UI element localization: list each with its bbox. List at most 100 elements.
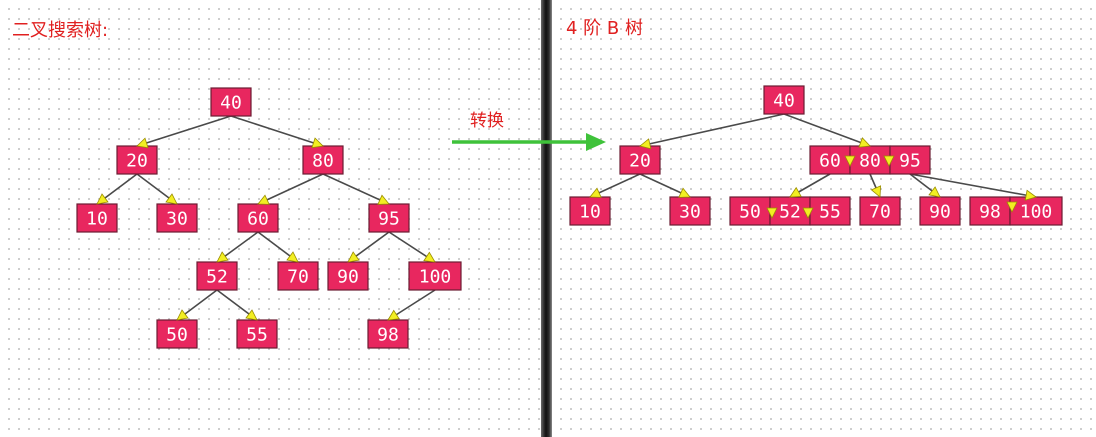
node-box (969, 196, 1011, 226)
arrowhead-n95-n100 (423, 251, 436, 263)
node-box (763, 85, 805, 115)
arrowhead-n80-n60 (257, 194, 270, 205)
arrowhead-b95-b90 (928, 186, 941, 198)
node-label: 70 (287, 267, 309, 288)
node-80[interactable]: 80 (302, 145, 344, 175)
edge-n40-n20 (136, 115, 232, 147)
panel-divider[interactable] (541, 0, 552, 437)
node-100[interactable]: 100 (1009, 196, 1063, 226)
arrowhead-n20-n10 (96, 193, 109, 205)
node-10[interactable]: 10 (76, 203, 118, 233)
node-label: 50 (166, 325, 188, 346)
node-box (919, 196, 961, 226)
arrowhead-n40-n80 (311, 137, 324, 149)
node-box (156, 203, 198, 233)
node-40[interactable]: 40 (763, 85, 805, 115)
arrowhead-b40-b80 (858, 137, 871, 148)
node-50[interactable]: 50 (156, 319, 198, 349)
node-label: 90 (337, 267, 359, 288)
node-60[interactable]: 60 (809, 145, 851, 175)
node-label: 20 (126, 151, 148, 172)
arrowhead-b20-b10 (589, 187, 602, 198)
node-box (302, 145, 344, 175)
node-90[interactable]: 90 (327, 261, 369, 291)
node-label: 70 (869, 202, 891, 223)
node-60[interactable]: 60 (237, 203, 279, 233)
arrowhead-b80-b70 (870, 185, 882, 198)
node-90[interactable]: 90 (919, 196, 961, 226)
node-label: 40 (220, 93, 242, 114)
arrowhead-b40-b20 (639, 138, 652, 150)
node-40[interactable]: 40 (210, 87, 252, 117)
node-box (849, 145, 891, 175)
node-98[interactable]: 98 (367, 319, 409, 349)
node-box (569, 196, 611, 226)
arrowhead-n20-n30 (165, 193, 178, 205)
node-label: 30 (679, 202, 701, 223)
edge-n80-n60 (257, 173, 324, 205)
node-label: 100 (419, 267, 452, 288)
edge-n40-n80 (230, 115, 324, 147)
arrowhead-n95-n90 (347, 251, 360, 263)
arrowhead-n40-n20 (136, 137, 149, 149)
arrowhead-n52-n55 (245, 309, 258, 321)
bst-title: 二叉搜索树: (12, 20, 109, 41)
node-52[interactable]: 52 (196, 261, 238, 291)
key-connector-icon-3 (802, 207, 814, 219)
node-52[interactable]: 52 (769, 196, 811, 226)
node-box (368, 203, 410, 233)
nodes-layer: 40 20 80 10 30 60 95 52 70 90 100 50 55 98 40 20 60 80 95 1… (76, 85, 1063, 349)
node-30[interactable]: 30 (156, 203, 198, 233)
node-label: 52 (206, 267, 228, 288)
node-20[interactable]: 20 (619, 145, 661, 175)
arrowhead-n60-n70 (286, 251, 299, 263)
node-55[interactable]: 55 (809, 196, 851, 226)
node-label: 50 (739, 202, 761, 223)
node-label: 30 (166, 209, 188, 230)
node-box (156, 319, 198, 349)
node-20[interactable]: 20 (116, 145, 158, 175)
node-95[interactable]: 95 (889, 145, 931, 175)
arrowhead-n100-n98 (387, 309, 400, 321)
node-10[interactable]: 10 (569, 196, 611, 226)
node-box (116, 145, 158, 175)
node-label: 10 (579, 202, 601, 223)
node-100[interactable]: 100 (408, 261, 462, 291)
node-label: 55 (246, 325, 268, 346)
convert-label: 转换 (470, 111, 504, 131)
node-98[interactable]: 98 (969, 196, 1011, 226)
node-55[interactable]: 55 (236, 319, 278, 349)
node-label: 20 (629, 151, 651, 172)
key-connector-icon-1 (883, 155, 895, 167)
node-box (210, 87, 252, 117)
edge-n80-n95 (322, 173, 390, 205)
node-label: 60 (247, 209, 269, 230)
btree-title: 4 阶 B 树 (566, 18, 643, 39)
node-label: 80 (312, 151, 334, 172)
arrowhead-n52-n50 (176, 309, 189, 321)
node-label: 10 (86, 209, 108, 230)
node-label: 40 (773, 91, 795, 112)
convert-arrow (452, 133, 606, 151)
node-30[interactable]: 30 (669, 196, 711, 226)
node-95[interactable]: 95 (368, 203, 410, 233)
convert-arrow-head-icon (586, 133, 606, 151)
arrowhead-b60-b52 (789, 186, 802, 198)
arrowhead-n80-n95 (377, 194, 390, 205)
key-connector-icon-0 (844, 155, 856, 167)
node-label: 60 (819, 151, 841, 172)
node-box (367, 319, 409, 349)
node-label: 98 (979, 202, 1001, 223)
edge-b95-b100 (909, 173, 1037, 198)
node-70[interactable]: 70 (859, 196, 901, 226)
node-50[interactable]: 50 (729, 196, 771, 226)
key-connector-icon-4 (1006, 201, 1018, 213)
node-label: 80 (859, 151, 881, 172)
arrowhead-b20-b30 (678, 187, 691, 198)
edge-b40-b80 (783, 113, 871, 147)
node-label: 90 (929, 202, 951, 223)
node-80[interactable]: 80 (849, 145, 891, 175)
arrowhead-b95-b100 (1024, 189, 1037, 201)
node-70[interactable]: 70 (277, 261, 319, 291)
